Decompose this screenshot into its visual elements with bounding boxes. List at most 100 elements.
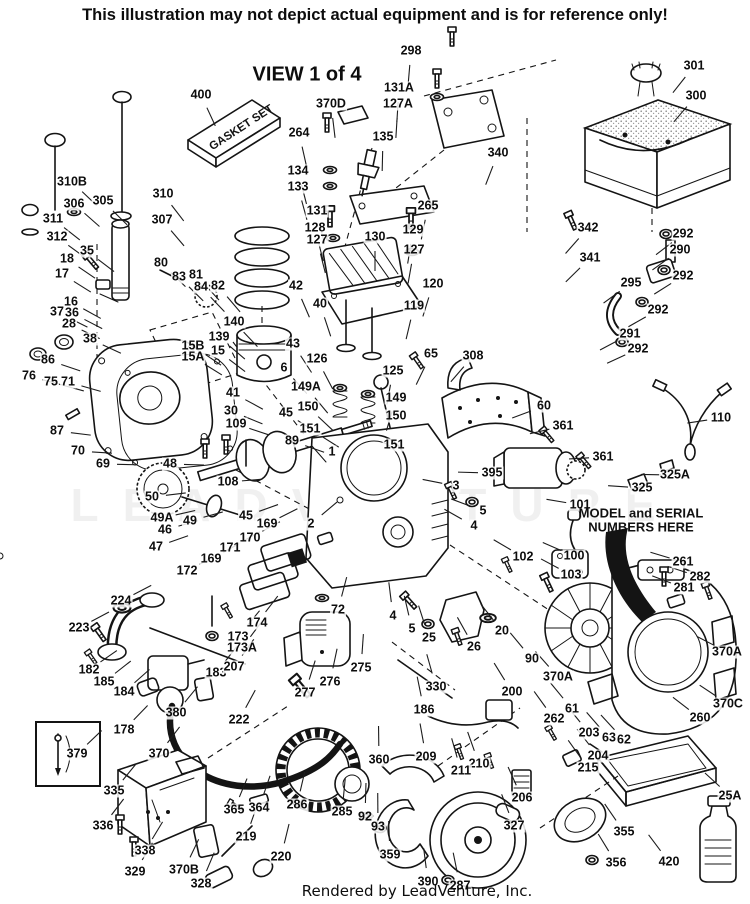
part-label-18-38: 18: [59, 251, 75, 266]
part-label-127A-2: 127A: [382, 96, 414, 111]
leader-line-290-24: [652, 257, 669, 271]
leader-line-301-9: [672, 76, 686, 94]
intake-manifold: [97, 592, 165, 661]
leader-line-380-129: [184, 686, 198, 703]
leader-line-277-139: [308, 660, 316, 680]
part-label-420-166: 420: [657, 854, 681, 869]
part-label-131-13: 131: [305, 203, 329, 218]
part-label-264-5: 264: [287, 125, 311, 140]
part-label-300-10: 300: [684, 88, 708, 103]
leader-line-18-38: [78, 266, 96, 279]
part-label-140-50: 140: [222, 314, 246, 329]
part-label-365-177: 365: [222, 802, 246, 817]
leader-line-420-166: [648, 834, 662, 852]
leader-line-15-54: [228, 359, 246, 372]
part-label-1-93: 1: [327, 444, 337, 459]
leader-line-70-60: [91, 451, 112, 454]
part-label-207-133: 207: [222, 659, 246, 674]
model-serial-note: MODEL and SERIAL NUMBERS HERE: [579, 506, 704, 534]
part-label-70-60: 70: [70, 443, 86, 458]
leader-line-311-32: [63, 227, 81, 241]
leader-line-4-119: [388, 582, 392, 603]
part-label-355-163: 355: [612, 824, 636, 839]
governor-bracket: [447, 357, 473, 391]
part-label-50-67: 50: [144, 489, 160, 504]
leader-line-16-40: [82, 308, 102, 319]
part-label-130-16: 130: [363, 229, 387, 244]
part-label-26-122: 26: [466, 639, 482, 654]
leader-line-287-161: [452, 852, 458, 873]
part-label-71-58: 71: [60, 374, 76, 389]
part-label-292-23: 292: [671, 226, 695, 241]
part-label-151-87: 151: [298, 421, 322, 436]
leader-line-100-108: [542, 542, 562, 551]
part-label-310B-30: 310B: [56, 174, 88, 189]
part-label-342-21: 342: [576, 220, 600, 235]
leader-line-281-112: [652, 575, 672, 584]
part-label-327-162: 327: [502, 818, 526, 833]
part-label-3-104: 3: [451, 478, 461, 493]
leader-line-211-153: [451, 738, 458, 758]
part-label-370D-4: 370D: [315, 96, 347, 111]
part-label-35-37: 35: [79, 243, 95, 258]
part-label-125-84: 125: [381, 363, 405, 378]
part-label-63-146: 63: [601, 730, 617, 745]
crankshaft: [196, 419, 373, 482]
leader-line-3-104: [422, 478, 443, 484]
part-label-171-75: 171: [218, 540, 242, 555]
part-label-25A-165: 25A: [717, 788, 743, 803]
leader-line-341-22: [565, 267, 581, 283]
part-label-379-167: 379: [65, 746, 89, 761]
leader-line-49-69: [203, 511, 223, 518]
leader-line-20-123: [480, 603, 494, 621]
part-label-75-57: 75: [43, 374, 59, 389]
part-label-120-19: 120: [421, 276, 445, 291]
part-label-204-148: 204: [586, 748, 610, 763]
part-label-20-123: 20: [494, 623, 510, 638]
lower-shroud-parts: [439, 591, 603, 797]
leader-line-262-144: [533, 691, 547, 708]
part-label-169-73: 169: [255, 516, 279, 531]
leader-line-356-164: [597, 833, 610, 852]
part-label-42-79: 42: [288, 278, 304, 293]
part-label-260-117: 260: [688, 710, 712, 725]
part-label-298-0: 298: [399, 43, 423, 58]
leader-line-206-150: [507, 766, 517, 786]
part-label-370-168: 370: [147, 746, 171, 761]
leader-line-390-160: [423, 848, 427, 869]
part-label-134-6: 134: [286, 163, 310, 178]
leader-line-338-171: [151, 821, 164, 840]
leader-line-65-94: [415, 366, 426, 385]
leader-line-305-34: [112, 210, 128, 226]
leader-line-395-99: [457, 471, 479, 474]
part-label-184-128: 184: [112, 684, 136, 699]
leader-line-25-121: [418, 605, 426, 625]
part-label-301-9: 301: [682, 58, 706, 73]
leader-line-103-109: [540, 558, 559, 569]
leader-line-220-176: [283, 823, 290, 844]
leader-line-4-106: [444, 508, 463, 520]
leader-line-72-118: [341, 576, 348, 597]
leader-line-49A-68: [175, 509, 196, 516]
part-label-17-39: 17: [54, 266, 70, 281]
fuel-tank: [582, 61, 733, 209]
heat-baffle: [441, 382, 546, 439]
part-label-6-82: 6: [279, 360, 289, 375]
part-label-359-159: 359: [378, 847, 402, 862]
part-label-48-65: 48: [162, 456, 178, 471]
part-label-262-144: 262: [542, 711, 566, 726]
part-label-325-101: 325: [630, 480, 654, 495]
part-label-286-155: 286: [285, 797, 309, 812]
part-label-306-31: 306: [62, 196, 86, 211]
leader-line-325-101: [608, 485, 629, 488]
part-label-308-95: 308: [461, 348, 485, 363]
leader-line-5-105: [451, 498, 471, 507]
leader-line-292-25: [653, 282, 672, 295]
part-label-83-46: 83: [171, 269, 187, 284]
part-label-310-35: 310: [151, 186, 175, 201]
part-label-336-170: 336: [91, 818, 115, 833]
leader-line-25A-165: [704, 772, 721, 787]
part-label-277-139: 277: [293, 685, 317, 700]
leader-line-328-174: [205, 852, 215, 872]
